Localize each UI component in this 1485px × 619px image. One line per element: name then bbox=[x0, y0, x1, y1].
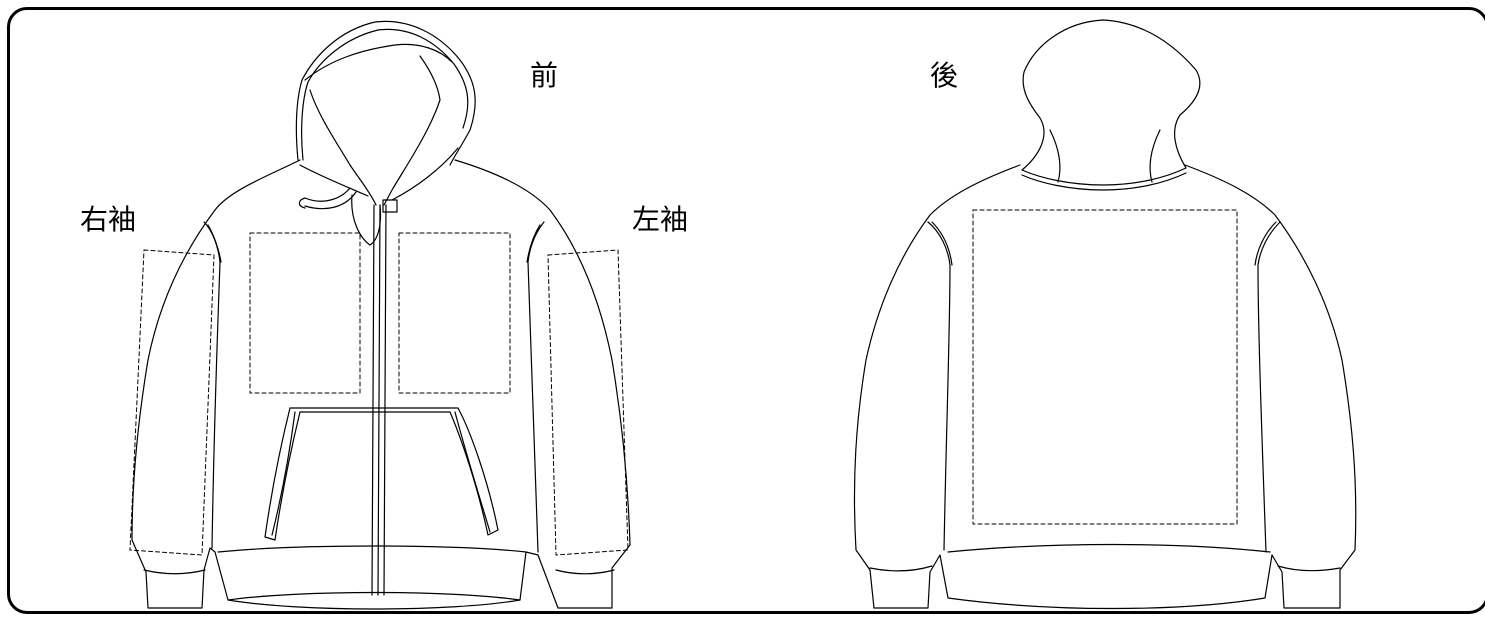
back-hoodie bbox=[853, 19, 1357, 610]
front-hoodie bbox=[131, 20, 631, 610]
left-sleeve-label: 左袖 bbox=[632, 203, 689, 236]
front-body-outline bbox=[131, 159, 631, 610]
front-right-chest-area bbox=[249, 232, 361, 394]
front-pocket bbox=[264, 407, 499, 541]
back-large-print-area bbox=[972, 209, 1238, 525]
template-frame bbox=[7, 7, 1485, 614]
front-print-areas bbox=[129, 232, 629, 556]
left-sleeve-area bbox=[547, 249, 629, 556]
front-hood-outline bbox=[295, 20, 476, 166]
front-left-chest-area bbox=[398, 232, 511, 394]
back-hood-outline bbox=[1021, 19, 1201, 186]
front-zipper bbox=[371, 204, 387, 596]
right-sleeve-label: 右袖 bbox=[80, 203, 137, 236]
front-label: 前 bbox=[530, 59, 559, 92]
back-label: 後 bbox=[930, 59, 959, 92]
back-body-outline bbox=[853, 164, 1357, 610]
right-sleeve-area bbox=[129, 249, 215, 556]
